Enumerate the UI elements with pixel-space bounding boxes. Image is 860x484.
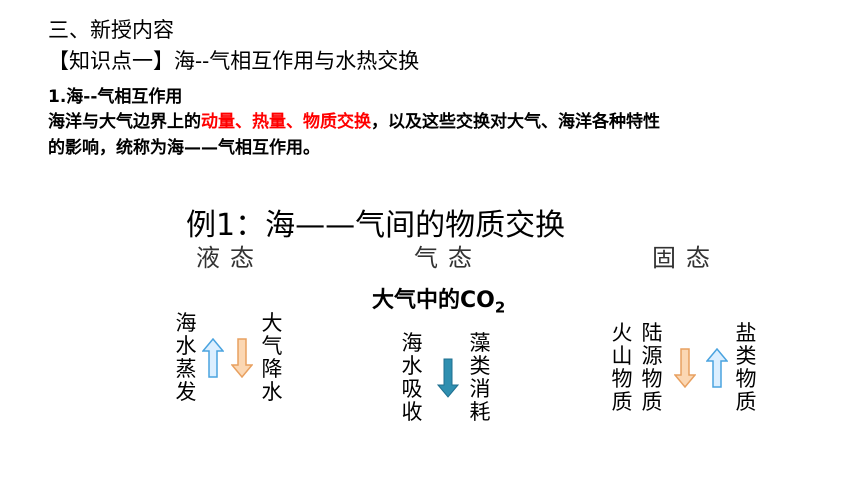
co2-text: 大气中的CO xyxy=(372,288,495,313)
section-heading: 三、新授内容 xyxy=(48,18,174,42)
algae-consumption-label: 藻类消耗 xyxy=(469,331,491,424)
knowledge-point-title: 【知识点一】海--气相互作用与水热交换 xyxy=(48,49,420,73)
arrow-down-icon xyxy=(437,358,459,398)
definition-text: ，以及这些交换对大气、海洋各种特性 xyxy=(371,112,660,132)
seawater-absorption-label: 海水吸收 xyxy=(401,331,423,424)
definition-line-2: 的影响，统称为海——气相互作用。 xyxy=(48,138,320,158)
seawater-evaporation-label: 海水蒸发 xyxy=(175,311,197,404)
co2-label: 大气中的CO2 xyxy=(372,282,505,316)
arrow-down-icon xyxy=(674,348,696,388)
state-solid-label: 固态 xyxy=(652,244,720,272)
example-title: 例1：海——气间的物质交换 xyxy=(186,208,566,243)
co2-subscript: 2 xyxy=(494,298,506,317)
atmospheric-precipitation-label: 大气降水 xyxy=(261,311,283,404)
arrow-up-icon xyxy=(202,338,224,378)
arrow-up-icon xyxy=(706,348,728,388)
state-liquid-label: 液态 xyxy=(196,244,264,272)
subsection-heading: 1.海--气相互作用 xyxy=(48,87,183,107)
definition-highlight: 动量、热量、物质交换 xyxy=(201,112,371,132)
state-gas-label: 气态 xyxy=(414,244,482,272)
arrow-down-icon xyxy=(231,338,253,378)
definition-text: 海洋与大气边界上的 xyxy=(48,112,201,132)
definition-line-1: 海洋与大气边界上的动量、热量、物质交换，以及这些交换对大气、海洋各种特性 xyxy=(48,107,660,132)
salt-material-label: 盐类物质 xyxy=(735,321,757,414)
terrigenous-material-label: 陆源物质 xyxy=(641,321,663,414)
volcanic-material-label: 火山物质 xyxy=(611,321,633,414)
